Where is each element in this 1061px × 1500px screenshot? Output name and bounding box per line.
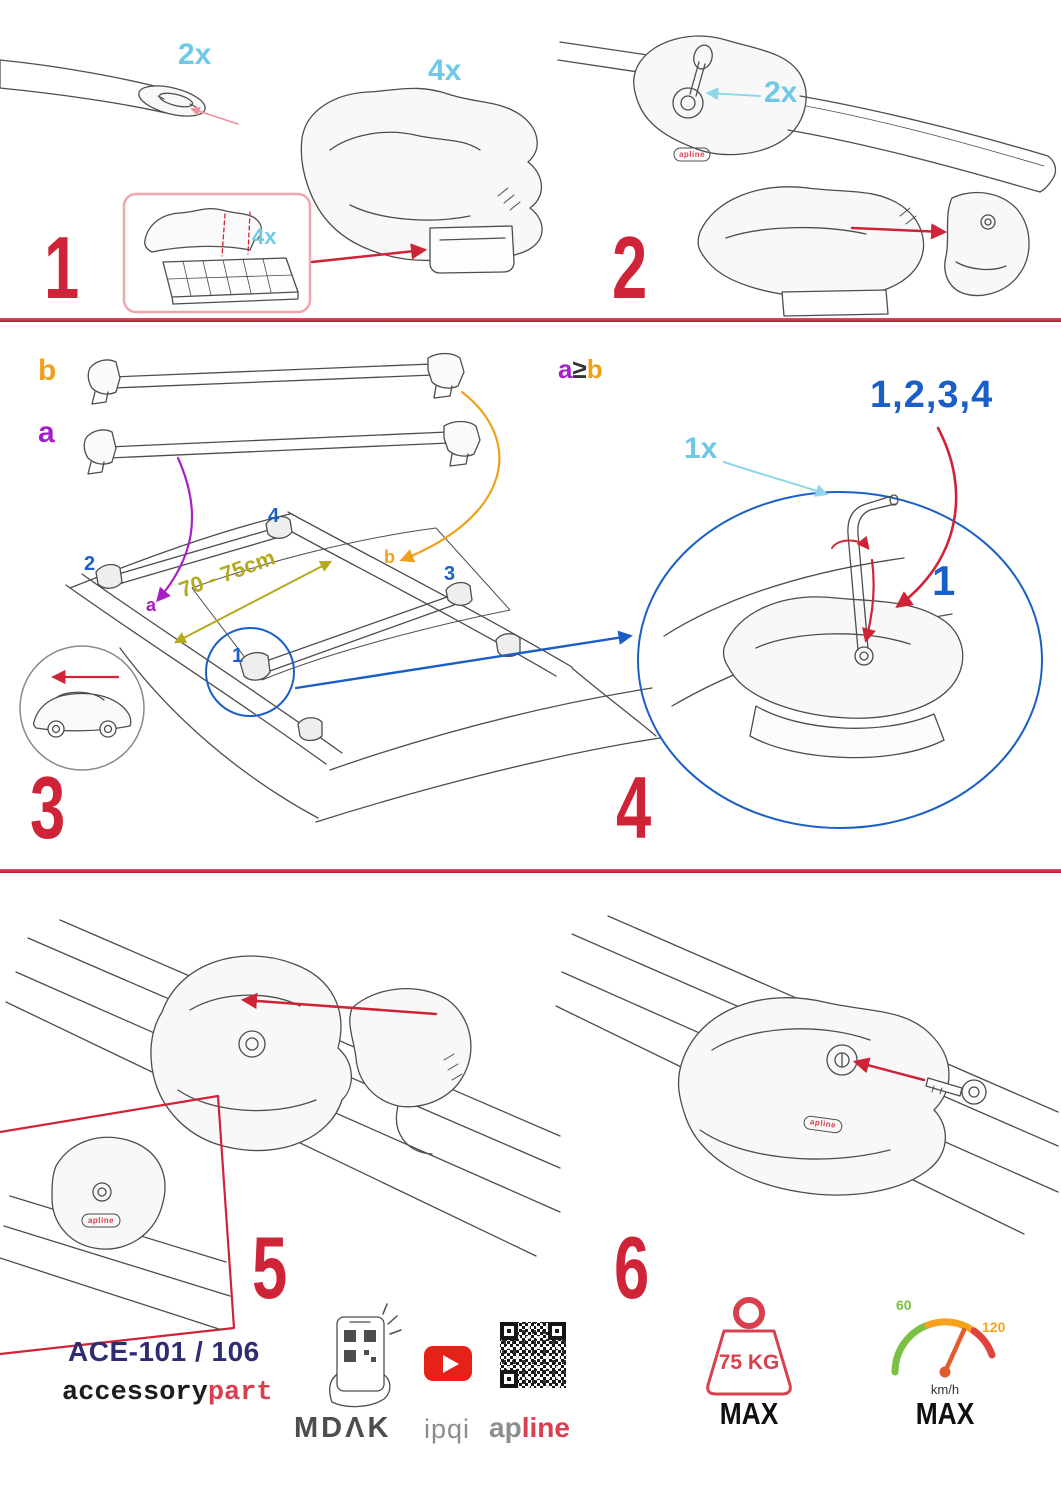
foot-cover-illustration xyxy=(697,186,1030,317)
tighten-first-label: 1 xyxy=(932,557,957,604)
rubber-pad-inset xyxy=(122,192,428,314)
foot-clamp-illustration xyxy=(300,87,543,274)
roof-a-label: a xyxy=(146,595,157,615)
bar-a-label: a xyxy=(38,416,55,449)
crossbar-a-illustration xyxy=(83,420,481,475)
roof-b-label: b xyxy=(384,547,395,567)
tighten-order-label: 1,2,3,4 xyxy=(870,374,994,416)
tightening-detail-illustration xyxy=(637,426,1043,829)
section-divider-1 xyxy=(0,318,1061,322)
youtube-icon xyxy=(424,1346,472,1381)
phone-qr-icon xyxy=(329,1303,402,1408)
qr-code xyxy=(500,1322,566,1388)
step-4-tool-quantity: 1x xyxy=(684,432,718,465)
condition-b: b xyxy=(586,354,603,384)
max-speed-label: MAX xyxy=(915,1396,975,1431)
roof-position-1: 1 xyxy=(232,645,244,667)
model-number: ACE-101 / 106 xyxy=(68,1336,260,1367)
apline-wordmark-red: line xyxy=(521,1412,570,1443)
roof-position-2: 2 xyxy=(84,553,96,575)
brand-wordmark: accessorypart xyxy=(62,1380,273,1407)
ipqi-wordmark: ipqi xyxy=(424,1414,471,1444)
condition-a: a xyxy=(558,354,573,384)
brand-wordmark-black: accessory xyxy=(62,1378,208,1408)
car-direction-inset xyxy=(19,645,145,771)
crossbar-profile-illustration xyxy=(0,59,239,125)
speedometer-icon xyxy=(891,1318,996,1378)
bar-b-label: b xyxy=(38,354,57,387)
foot-lock-illustration xyxy=(557,35,1057,193)
apline-badge-step5: apline xyxy=(87,1216,115,1225)
roof-position-3: 3 xyxy=(444,563,456,585)
speed-high-label: 120 xyxy=(982,1319,1006,1335)
step-6-number: 6 xyxy=(614,1218,649,1317)
apline-wordmark-gray: ap xyxy=(489,1412,522,1443)
step-2-number: 2 xyxy=(612,218,647,317)
condition-operator: ≥ xyxy=(572,354,587,384)
roof-position-4: 4 xyxy=(268,505,280,527)
brand-wordmark-red: part xyxy=(207,1378,273,1408)
section-divider-2 xyxy=(0,869,1061,873)
step-5-number: 5 xyxy=(252,1218,287,1317)
installed-foot-inset xyxy=(0,1094,236,1356)
arm-insert-illustration xyxy=(5,919,561,1257)
apline-wordmark: apline xyxy=(489,1414,570,1442)
step-1-number: 1 xyxy=(44,218,79,317)
mdak-wordmark: MDΛK xyxy=(294,1412,392,1444)
max-weight-value: 75 KG xyxy=(718,1351,780,1374)
key-insert-illustration xyxy=(555,915,1059,1235)
speed-unit-label: km/h xyxy=(930,1382,960,1397)
crossbar-b-illustration xyxy=(87,352,465,405)
max-weight-icon xyxy=(706,1297,792,1396)
speed-low-label: 60 xyxy=(896,1297,912,1313)
step-3-number: 3 xyxy=(30,758,65,857)
car-roof-illustration xyxy=(65,390,661,823)
max-weight-label: MAX xyxy=(719,1396,779,1431)
step-1-pad-quantity: 4x xyxy=(252,224,277,249)
step-1-bar-quantity: 2x xyxy=(178,38,212,71)
step-4-number: 4 xyxy=(616,758,651,857)
step-2-lock-quantity: 2x xyxy=(764,76,798,109)
step-1-foot-quantity: 4x xyxy=(428,54,462,87)
apline-badge-step2: apline xyxy=(678,150,706,159)
condition-label: a≥b xyxy=(558,356,603,382)
